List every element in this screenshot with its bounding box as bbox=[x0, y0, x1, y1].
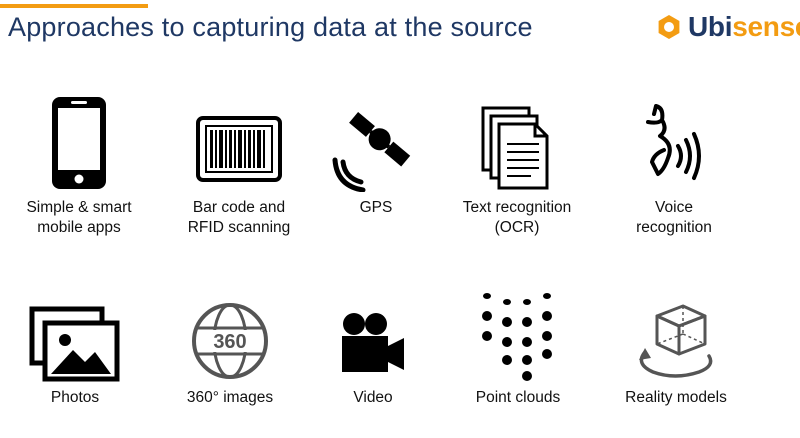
item-label: 360° images bbox=[186, 389, 274, 406]
slide-title: Approaches to capturing data at the sour… bbox=[8, 12, 533, 42]
item-voice: Voice recognition bbox=[599, 92, 749, 238]
item-gps: GPS bbox=[301, 92, 451, 218]
item-label: Bar code and RFID scanning bbox=[187, 199, 291, 236]
cube-rotate-icon bbox=[639, 304, 713, 378]
item-barcode: Bar code and RFID scanning bbox=[164, 92, 314, 238]
item-label: Simple & smart mobile apps bbox=[26, 199, 132, 236]
logo-text-accent: sense bbox=[732, 11, 800, 42]
item-label: Reality models bbox=[625, 389, 727, 406]
item-label: Photos bbox=[50, 389, 100, 406]
item-label: GPS bbox=[359, 199, 393, 216]
item-reality-models: Reality models bbox=[601, 282, 751, 408]
satellite-icon bbox=[332, 112, 411, 192]
item-360-images: 360 360° images bbox=[155, 282, 305, 408]
item-video: Video bbox=[298, 282, 448, 408]
logo-text: Ubisense bbox=[688, 11, 800, 43]
item-label: Video bbox=[353, 389, 393, 406]
item-label: Voice recognition bbox=[636, 199, 712, 236]
item-ocr: Text recognition (OCR) bbox=[442, 92, 592, 238]
title-accent-bar bbox=[0, 4, 148, 8]
voice-icon bbox=[646, 104, 701, 180]
item-mobile-apps: Simple & smart mobile apps bbox=[4, 92, 154, 238]
smartphone-icon bbox=[52, 97, 106, 189]
video-camera-icon bbox=[342, 313, 404, 372]
item-label: Point clouds bbox=[475, 389, 561, 406]
documents-icon bbox=[481, 106, 549, 190]
ubisense-logo-icon bbox=[658, 15, 680, 39]
item-photos: Photos bbox=[0, 282, 150, 408]
barcode-icon bbox=[196, 116, 282, 182]
item-point-clouds: Point clouds bbox=[443, 282, 593, 408]
point-cloud-icon bbox=[482, 293, 552, 381]
photos-icon bbox=[29, 306, 120, 382]
logo-text-main: Ubi bbox=[688, 11, 733, 42]
ubisense-logo: Ubisense bbox=[656, 10, 800, 44]
globe-360-icon: 360 bbox=[192, 303, 268, 379]
icon-360-text: 360 bbox=[213, 331, 246, 353]
item-label: Text recognition (OCR) bbox=[462, 199, 572, 236]
